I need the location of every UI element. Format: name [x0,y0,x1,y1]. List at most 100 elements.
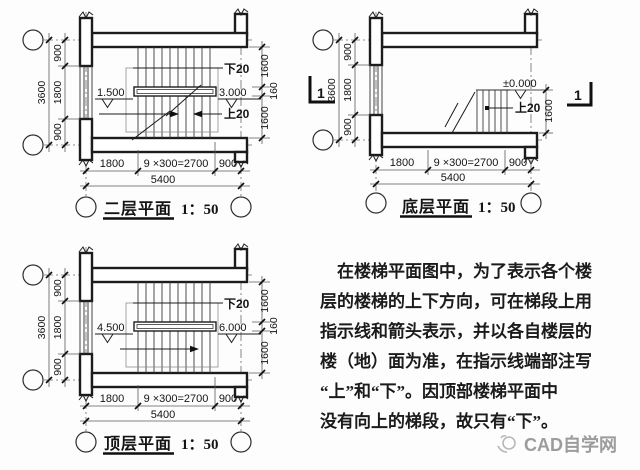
plan-title: 顶层平面 1：50 [103,435,219,455]
stair-well-outline [125,302,219,368]
dim-bottom-3: 900 [509,157,527,169]
paragraph-line: 在楼梯平面图中，为了表示各个楼 [337,262,592,281]
direction-indicators [120,302,223,353]
dim-right-bot: 1600 [259,341,271,365]
dim-left-mid: 1800 [342,78,354,102]
dim-left-top: 900 [342,43,354,61]
direction-indicators [485,106,513,110]
dim-left-bot: 900 [52,358,64,376]
dim-bottom-1: 1800 [390,157,414,169]
level-marks: 1.500 3.000 [95,87,261,109]
dim-right-flight: 1600 [543,99,555,123]
level-triangle-icon [225,98,238,109]
dim-right-top: 1600 [259,289,271,313]
dim-left-total: 3600 [36,81,48,105]
walls [368,8,539,166]
top-floor-plan-drawing: 4.500 6.000 下20 900 1800 900 3600 1600 1… [22,243,280,455]
dim-left-total: 3600 [326,78,338,102]
dim-left-mid: 1800 [52,81,64,105]
grid-bubbles [22,29,252,218]
level-right-value: 6.000 [219,322,247,334]
level-left-value: 4.500 [97,322,125,334]
ground-floor-plan: ±0.000 上20 1 1 900 1800 900 3600 1600 [290,0,640,235]
dim-bottom-2: 9 ×300=2700 [144,158,209,170]
dim-right-bot: 1600 [259,106,271,130]
grid-bubbles [22,264,252,453]
stair-treads [137,282,211,373]
plan-title-text: 二层平面 [104,200,172,218]
dim-bottom-total: 5400 [151,409,175,421]
dimensions-bottom: 1800 9 ×300=2700 900 5400 [80,377,250,425]
note-down: 下20 [224,62,250,76]
level-marks: 4.500 6.000 [95,322,261,344]
level-right-value: 3.000 [219,87,247,99]
level-triangle-icon [514,89,527,100]
handrail [133,86,217,97]
cad-zixue-logo-icon [497,434,516,453]
dim-bottom-total: 5400 [441,172,465,184]
stair-notes: 下20 [224,297,250,311]
walls [78,243,249,404]
dim-right-gap: 160 [268,82,280,100]
plan-title-text: 顶层平面 [104,435,172,453]
plan-title: 底层平面 1：50 [400,197,516,218]
dimensions-right: 1600 [510,84,555,139]
dim-right-gap: 160 [268,317,280,335]
section-mark-right [567,82,593,107]
level-datum-value: ±0.000 [503,78,537,90]
watermark-label: CAD自学网 [524,435,617,455]
dim-left-top: 900 [52,44,64,62]
dimensions-bottom: 1800 9 ×300=2700 900 5400 [370,150,540,188]
window-lines [79,301,93,354]
dimensions-bottom: 1800 9 ×300=2700 900 5400 [80,142,250,190]
section-label-left: 1 [317,85,325,101]
dimensions-right: 1600 160 1600 [249,276,280,379]
window-lines [79,66,93,119]
paragraph-line: “上”和“下”。因顶部楼梯平面中 [320,382,558,401]
flight-break-line [131,84,202,141]
dim-bottom-total: 5400 [151,174,175,186]
dim-left-mid: 1800 [52,316,64,340]
dim-left-total: 3600 [36,316,48,340]
flight-break-line [444,91,476,134]
dim-bottom-2: 9 ×300=2700 [144,393,209,405]
stair-treads [444,89,508,134]
dim-left-top: 900 [52,279,64,297]
paragraph-line: 层的楼梯的上下方向，可在梯段上用 [320,292,592,311]
note-up: 上20 [224,106,250,121]
dimensions-right: 1600 160 1600 [249,41,280,144]
plan-title: 二层平面 1：50 [103,200,219,220]
dimensions-left: 900 1800 900 3600 [36,268,80,387]
dim-bottom-2: 9 ×300=2700 [434,157,499,169]
stair-notes: 上20 [515,100,541,115]
section-label-right: 1 [574,87,582,103]
dim-bottom-3: 900 [219,393,237,405]
paragraph-line: 楼（地）面为准，在指示线端部注写 [320,352,592,371]
plan-scale-text: 1：50 [181,202,219,218]
paragraph-line: 指示线和箭头表示，并以各自楼层的 [320,322,592,341]
stair-notes: 下20 上20 [224,62,250,121]
level-triangle-icon [225,333,238,344]
plan-scale-text: 1：50 [478,200,516,216]
dimensions-left: 900 1800 900 3600 [36,33,80,152]
stair-treads [137,47,211,138]
section-mark-left [308,76,335,104]
handrail [133,321,217,332]
paragraph-line: 没有向上的梯段，故只有“下”。 [320,412,558,431]
dim-bottom-3: 900 [219,158,237,170]
level-marks: ±0.000 [502,78,549,100]
explanation-paragraph: 在楼梯平面图中，为了表示各个楼 层的楼梯的上下方向，可在梯段上用 指示线和箭头表… [320,257,622,437]
dimensions-left: 900 1800 900 3600 [326,33,370,147]
watermark: CAD自学网 [495,431,617,457]
dim-right-top: 1600 [259,54,271,78]
second-floor-plan: 1.500 3.000 下20 上20 900 1800 900 3600 16… [0,0,290,235]
level-triangle-icon [101,333,114,344]
walls [78,8,249,169]
second-floor-plan-drawing: 1.500 3.000 下20 上20 900 1800 900 3600 16… [22,8,280,220]
level-left-value: 1.500 [97,87,125,99]
grid-bubbles [312,29,542,214]
note-down: 下20 [224,297,250,311]
plan-title-text: 底层平面 [402,197,470,216]
section-marks: 1 1 [308,76,593,107]
